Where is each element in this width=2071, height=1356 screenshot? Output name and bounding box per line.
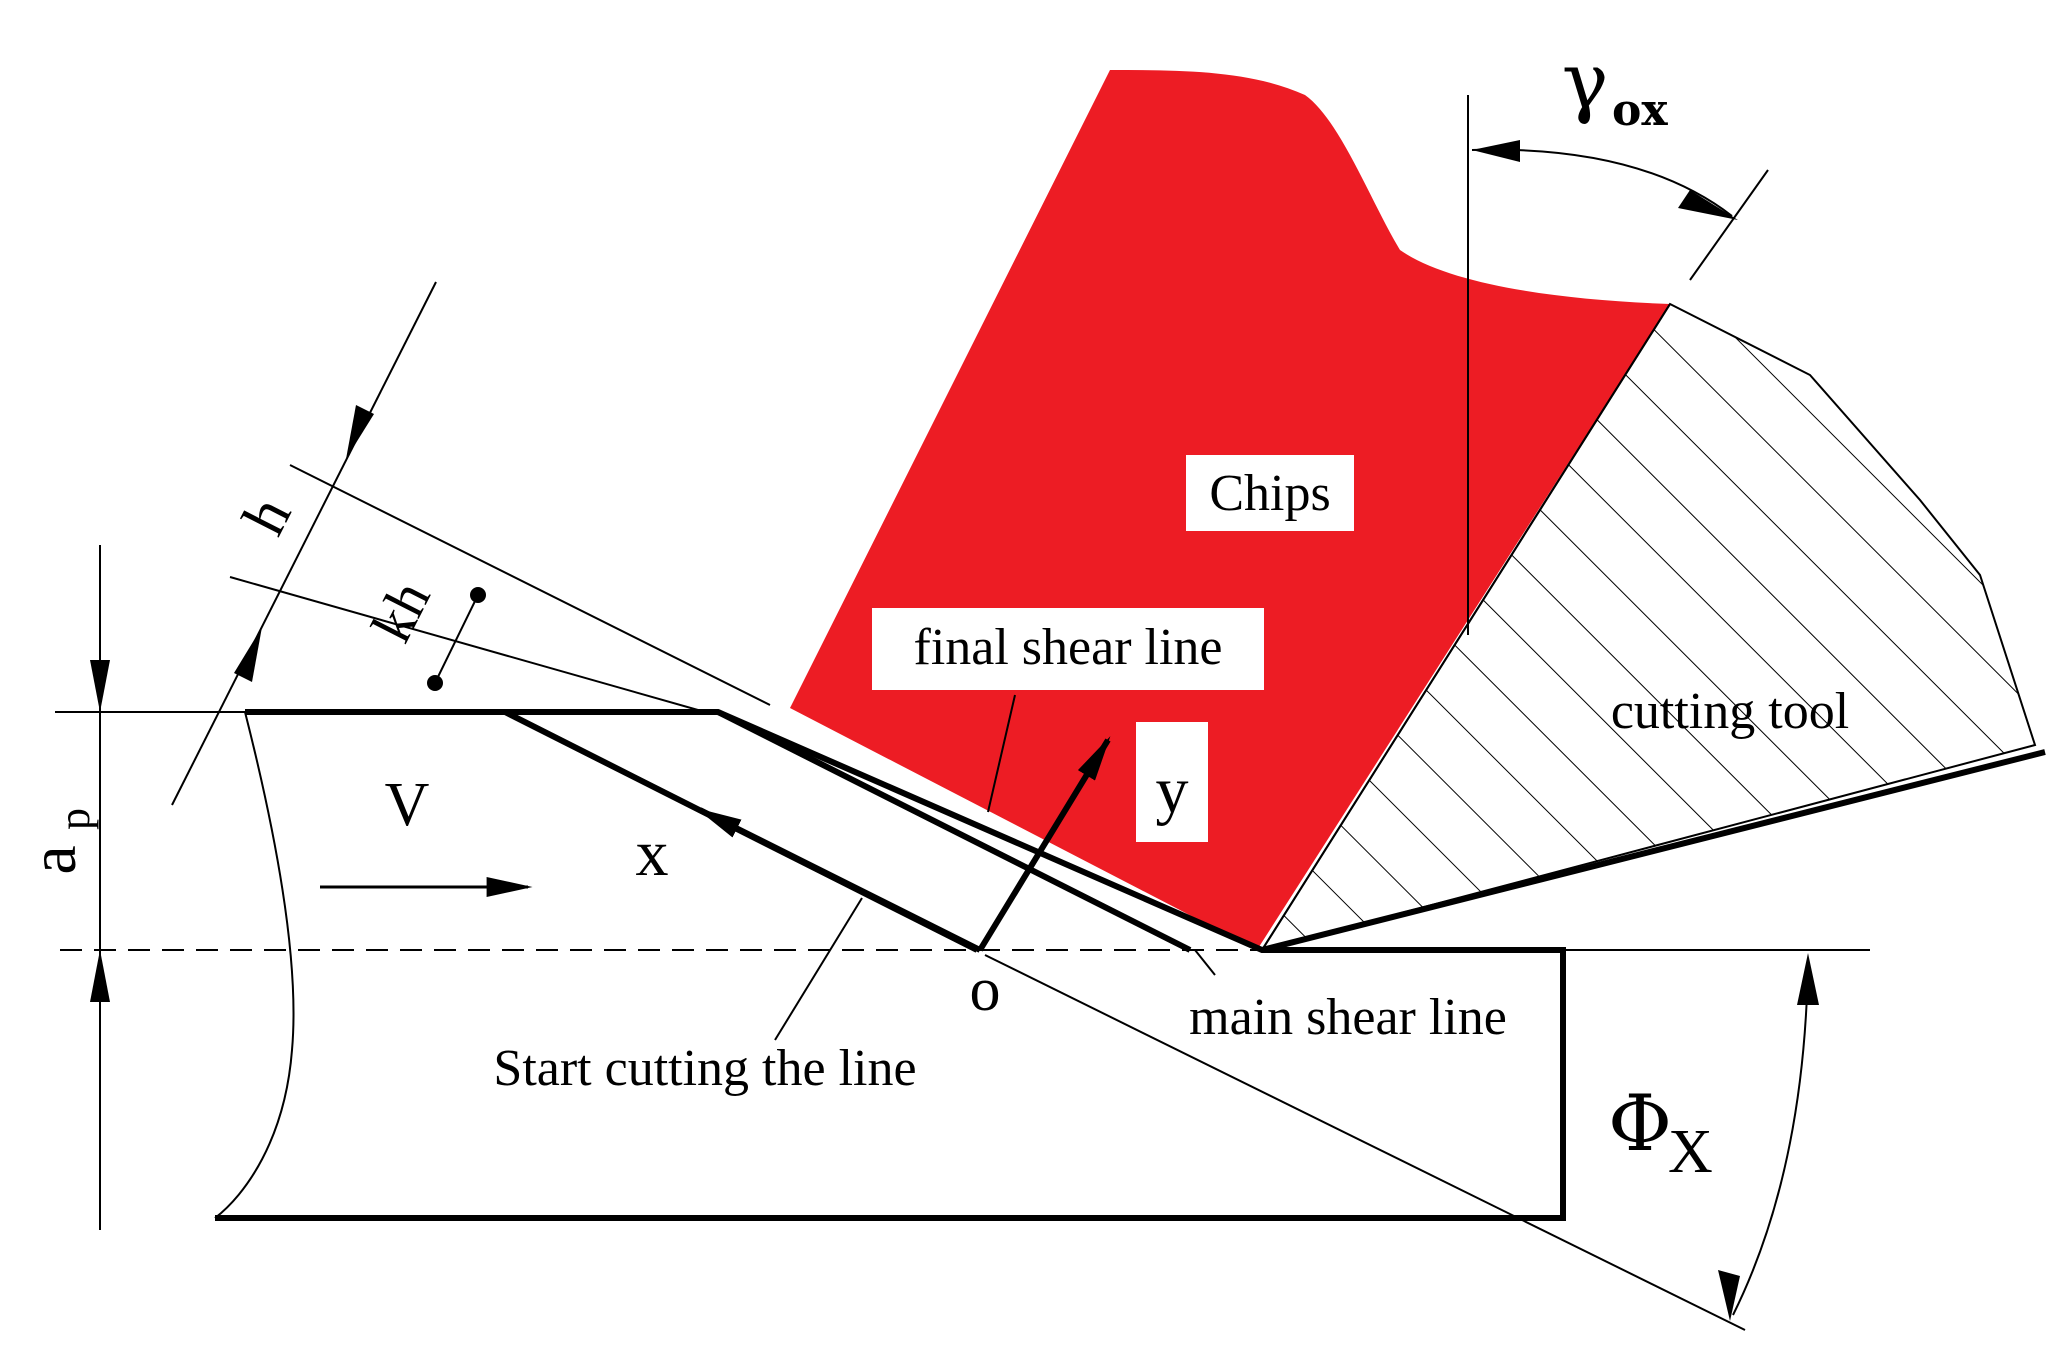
x-axis-label: x	[636, 817, 669, 890]
y-axis-arrow	[977, 736, 1111, 952]
h-label: h	[230, 487, 305, 545]
start-cutting-line-label: Start cutting the line	[493, 1040, 916, 1097]
shear-angle-subscript: X	[1668, 1118, 1713, 1186]
h-extension-lower	[229, 576, 706, 713]
origin-label: o	[970, 956, 1001, 1024]
tool-lower-edge	[1261, 749, 2046, 953]
rake-arrow-right	[1678, 190, 1738, 220]
shear-angle-reference	[984, 954, 1746, 1331]
cutting-tool-label: cutting tool	[1611, 683, 1849, 740]
main-shear-leader	[1194, 949, 1216, 976]
y-label-box	[1136, 722, 1208, 842]
shear-angle-symbol: Φ	[1608, 1079, 1672, 1169]
velocity-label: V	[385, 771, 430, 839]
depth-arrow-top	[90, 660, 110, 712]
workpiece-outline	[215, 709, 1566, 1221]
depth-label: a p	[17, 808, 99, 875]
rake-arrow-left	[1472, 140, 1520, 162]
depth-arrow-bottom	[90, 950, 110, 1002]
h-arrow-bottom	[234, 627, 262, 682]
depth-label-main: a	[17, 845, 90, 874]
start-line-leader	[774, 897, 863, 1041]
final-shear-leader	[987, 694, 1016, 813]
kh-dot-top	[470, 587, 486, 603]
phi-arrow-top	[1797, 953, 1819, 1005]
rake-angle-symbol: γ	[1562, 37, 1609, 127]
kh-dot-bottom	[427, 675, 443, 691]
kh-label: kh	[359, 571, 443, 652]
h-arrow-top	[346, 405, 374, 459]
rake-face-extension	[1689, 169, 1769, 281]
x-axis-arrow	[695, 807, 982, 953]
tool-rake-face	[1261, 303, 1671, 951]
workpiece-break-line	[214, 711, 295, 1219]
shear-angle-arc	[1732, 959, 1809, 1316]
main-shear-line-label: main shear line	[1189, 989, 1507, 1046]
y-axis-label: y	[1156, 754, 1189, 827]
depth-label-sub: p	[50, 808, 99, 830]
chips-label: Chips	[1209, 465, 1330, 522]
h-extension-upper	[289, 464, 771, 706]
kh-dimension-line	[434, 594, 479, 684]
h-dimension-line	[171, 281, 437, 806]
chips-label-box	[1186, 455, 1354, 531]
phi-arrow-bottom	[1718, 1270, 1740, 1321]
final-shear-line-label: final shear line	[914, 619, 1223, 676]
final-shear-label-box	[872, 608, 1264, 690]
rake-angle-subscript: ox	[1612, 85, 1668, 136]
main-shear-line-bold	[716, 709, 1192, 953]
